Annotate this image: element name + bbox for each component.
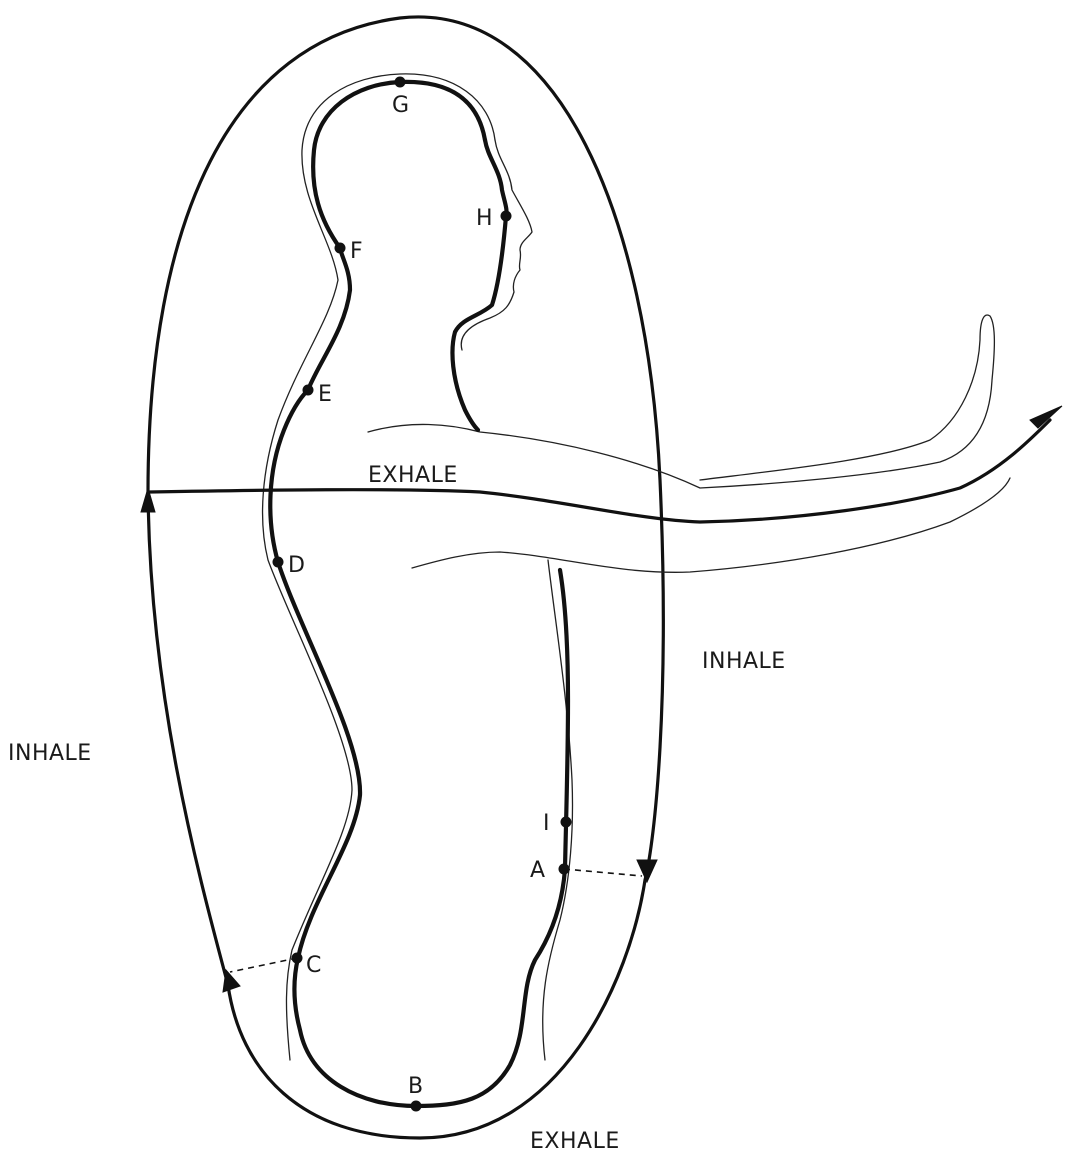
back-channel — [270, 82, 485, 1106]
point-e-dot — [303, 385, 314, 396]
arrow-head-bottom-left — [223, 970, 240, 992]
point-h-label: H — [476, 206, 493, 231]
front-channel — [452, 140, 506, 430]
point-b-label: B — [408, 1074, 423, 1099]
point-c-label: C — [306, 953, 321, 978]
exhale-label-bottom: EXHALE — [530, 1129, 620, 1154]
point-g-dot — [395, 77, 406, 88]
front-torso-channel — [416, 570, 568, 1106]
point-d-label: D — [288, 553, 305, 578]
point-d-dot — [273, 557, 284, 568]
point-a-label: A — [530, 858, 545, 883]
inhale-label-left: INHALE — [8, 741, 92, 766]
point-c-dot — [292, 953, 303, 964]
point-g-label: G — [392, 93, 409, 118]
arm-lower-outline — [412, 478, 1010, 572]
point-f-dot — [335, 243, 346, 254]
point-i-label: I — [543, 811, 550, 836]
dashed-connector-a — [564, 869, 642, 876]
point-b-dot — [411, 1101, 422, 1112]
point-i-dot — [561, 817, 572, 828]
exhale-label-top: EXHALE — [368, 463, 458, 488]
arrow-head-right-down — [637, 860, 657, 882]
dashed-connector-c — [230, 958, 297, 972]
inhale-label-right: INHALE — [702, 649, 786, 674]
point-a-dot — [559, 864, 570, 875]
outer-orbit-loop — [148, 17, 663, 1138]
point-e-label: E — [318, 382, 332, 407]
point-h-dot — [501, 211, 512, 222]
exhale-arm-flow-line — [150, 420, 1050, 522]
point-f-label: F — [350, 239, 363, 264]
